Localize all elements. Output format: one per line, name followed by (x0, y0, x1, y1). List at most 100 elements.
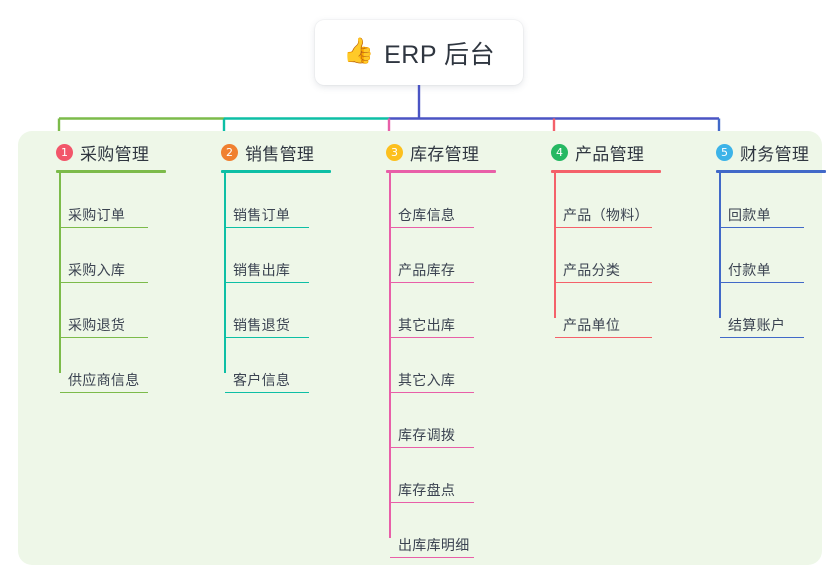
leaf-item[interactable]: 仓库信息 (390, 173, 496, 228)
leaf-item-rule (390, 226, 474, 228)
leaf-item-label: 供应商信息 (68, 372, 140, 388)
leaf-item[interactable]: 采购订单 (60, 173, 166, 228)
branch-header-4[interactable]: 4 产品管理 (533, 140, 661, 164)
leaf-item[interactable]: 库存调拨 (390, 393, 496, 448)
leaf-item-label: 销售出库 (233, 262, 291, 278)
leaf-list-1: 采购订单采购入库采购退货供应商信息 (38, 173, 166, 393)
leaf-item-rule (60, 226, 148, 228)
leaf-item-rule (555, 281, 652, 283)
branch-badge-2: 2 (221, 143, 238, 161)
leaf-item[interactable]: 付款单 (720, 228, 826, 283)
branch-title-1: 采购管理 (80, 144, 150, 164)
leaf-item-label: 产品（物料） (563, 207, 649, 223)
root-node[interactable]: 👍 ERP 后台 (315, 20, 523, 85)
leaf-item[interactable]: 供应商信息 (60, 338, 166, 393)
leaf-item-label: 库存调拨 (398, 427, 456, 443)
leaf-item-label: 付款单 (728, 262, 771, 278)
leaf-item[interactable]: 产品分类 (555, 228, 661, 283)
leaf-item-rule (390, 556, 474, 558)
leaf-item-label: 库存盘点 (398, 482, 456, 498)
branch-badge-5: 5 (716, 143, 733, 161)
leaf-list-4: 产品（物料） 产品分类产品单位 (533, 173, 661, 338)
leaf-list-5: 回款单付款单结算账户 (698, 173, 826, 338)
leaf-item-rule (225, 336, 309, 338)
leaf-item[interactable]: 销售退货 (225, 283, 331, 338)
root-title: ERP 后台 (384, 40, 496, 69)
leaf-item-rule (60, 281, 148, 283)
leaf-item-label: 采购退货 (68, 317, 126, 333)
leaf-item-label: 回款单 (728, 207, 771, 223)
leaf-item-rule (60, 391, 148, 393)
leaf-item[interactable]: 客户信息 (225, 338, 331, 393)
leaf-list-3: 仓库信息产品库存其它出库其它入库库存调拨库存盘点出库库明细 (368, 173, 496, 558)
leaf-item-rule (390, 446, 474, 448)
leaf-item-rule (225, 281, 309, 283)
branch-column-1[interactable]: 1 采购管理采购订单采购入库采购退货供应商信息 (38, 140, 166, 393)
branch-spine-4 (554, 173, 556, 318)
leaf-item[interactable]: 结算账户 (720, 283, 826, 338)
leaf-item-label: 销售订单 (233, 207, 291, 223)
leaf-item-rule (555, 336, 652, 338)
leaf-item-label: 其它入库 (398, 372, 456, 388)
branch-rule-5 (716, 170, 826, 173)
branch-title-5: 财务管理 (740, 144, 810, 164)
branch-title-4: 产品管理 (575, 144, 645, 164)
leaf-item[interactable]: 销售订单 (225, 173, 331, 228)
branch-header-3[interactable]: 3 库存管理 (368, 140, 496, 164)
leaf-item[interactable]: 采购退货 (60, 283, 166, 338)
branch-title-2: 销售管理 (245, 144, 315, 164)
branch-column-2[interactable]: 2 销售管理销售订单销售出库销售退货客户信息 (203, 140, 331, 393)
branch-header-1[interactable]: 1 采购管理 (38, 140, 166, 164)
leaf-item-label: 仓库信息 (398, 207, 456, 223)
leaf-item-label: 客户信息 (233, 372, 291, 388)
leaf-item-label: 出库库明细 (398, 537, 470, 553)
branch-header-2[interactable]: 2 销售管理 (203, 140, 331, 164)
leaf-item[interactable]: 产品库存 (390, 228, 496, 283)
leaf-item[interactable]: 采购入库 (60, 228, 166, 283)
thumbs-up-icon: 👍 (342, 37, 375, 65)
branch-column-4[interactable]: 4 产品管理产品（物料） 产品分类产品单位 (533, 140, 661, 338)
branch-rule-2 (221, 170, 331, 173)
branch-spine-5 (719, 173, 721, 318)
branch-badge-1: 1 (56, 143, 73, 161)
branch-column-3[interactable]: 3 库存管理仓库信息产品库存其它出库其它入库库存调拨库存盘点出库库明细 (368, 140, 496, 558)
branch-spine-2 (224, 173, 226, 373)
branch-column-5[interactable]: 5 财务管理回款单付款单结算账户 (698, 140, 826, 338)
canvas-panel (18, 131, 822, 565)
branch-rule-1 (56, 170, 166, 173)
leaf-item[interactable]: 出库库明细 (390, 503, 496, 558)
leaf-item-label: 采购订单 (68, 207, 126, 223)
leaf-item-rule (390, 391, 474, 393)
leaf-item-rule (720, 226, 804, 228)
leaf-item-rule (60, 336, 148, 338)
branch-spine-1 (59, 173, 61, 373)
leaf-item-label: 销售退货 (233, 317, 291, 333)
leaf-item[interactable]: 销售出库 (225, 228, 331, 283)
leaf-item-label: 结算账户 (728, 317, 786, 333)
branch-header-5[interactable]: 5 财务管理 (698, 140, 826, 164)
branch-badge-3: 3 (386, 143, 403, 161)
leaf-item[interactable]: 其它入库 (390, 338, 496, 393)
leaf-item[interactable]: 其它出库 (390, 283, 496, 338)
leaf-item-rule (390, 281, 474, 283)
leaf-item[interactable]: 库存盘点 (390, 448, 496, 503)
leaf-item-rule (555, 226, 652, 228)
leaf-item-rule (225, 226, 309, 228)
branch-badge-4: 4 (551, 143, 568, 161)
branch-title-3: 库存管理 (410, 144, 480, 164)
branch-rule-4 (551, 170, 661, 173)
leaf-item-label: 其它出库 (398, 317, 456, 333)
leaf-item-label: 产品分类 (563, 262, 621, 278)
branch-spine-3 (389, 173, 391, 538)
leaf-item[interactable]: 产品（物料） (555, 173, 661, 228)
branch-rule-3 (386, 170, 496, 173)
leaf-item-rule (390, 336, 474, 338)
leaf-item-label: 产品单位 (563, 317, 621, 333)
leaf-item-label: 采购入库 (68, 262, 126, 278)
leaf-item[interactable]: 产品单位 (555, 283, 661, 338)
leaf-item[interactable]: 回款单 (720, 173, 826, 228)
leaf-item-rule (225, 391, 309, 393)
leaf-item-rule (390, 501, 474, 503)
leaf-item-rule (720, 336, 804, 338)
leaf-list-2: 销售订单销售出库销售退货客户信息 (203, 173, 331, 393)
